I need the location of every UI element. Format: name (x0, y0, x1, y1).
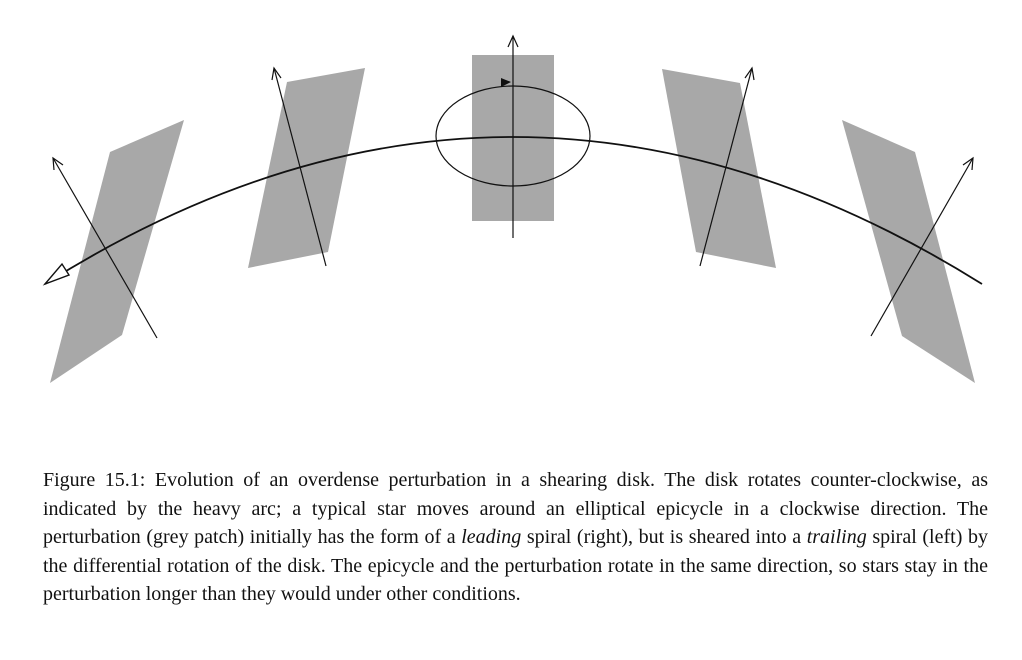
arrow-far-right-head-icon (962, 156, 974, 171)
patch-axis-arrows (52, 34, 974, 339)
arrow-mid-left-head-icon (271, 66, 282, 81)
shearing-disk-figure (42, 34, 983, 383)
caption-label: Figure 15.1: (43, 469, 146, 491)
patch-mid-left (248, 68, 365, 268)
epicycle-arrow-icon (501, 78, 511, 87)
caption-leading-term: leading (461, 526, 522, 548)
arrow-far-left (52, 157, 158, 339)
caption-text-part2: spiral (right), but is sheared into a (521, 526, 807, 548)
caption-text-part1: Evolution of an overdense perturbation i… (43, 469, 988, 548)
arrow-mid-right (699, 67, 753, 267)
arc-arrowhead-icon (42, 262, 71, 286)
arrow-far-left-head-icon (52, 156, 64, 171)
caption-text-part3: spiral (left) by the differential rotati… (43, 526, 988, 605)
patch-far-right (842, 120, 975, 383)
arrow-center-head-icon (507, 34, 519, 48)
arrow-mid-right-head-icon (744, 66, 755, 81)
patch-far-left (50, 120, 184, 383)
arrow-mid-left (273, 67, 327, 267)
figure-caption: Figure 15.1: Evolution of an overdense p… (43, 466, 988, 609)
caption-trailing-term: trailing (806, 526, 867, 548)
patch-mid-right (662, 69, 776, 268)
arrow-far-right (870, 157, 974, 337)
